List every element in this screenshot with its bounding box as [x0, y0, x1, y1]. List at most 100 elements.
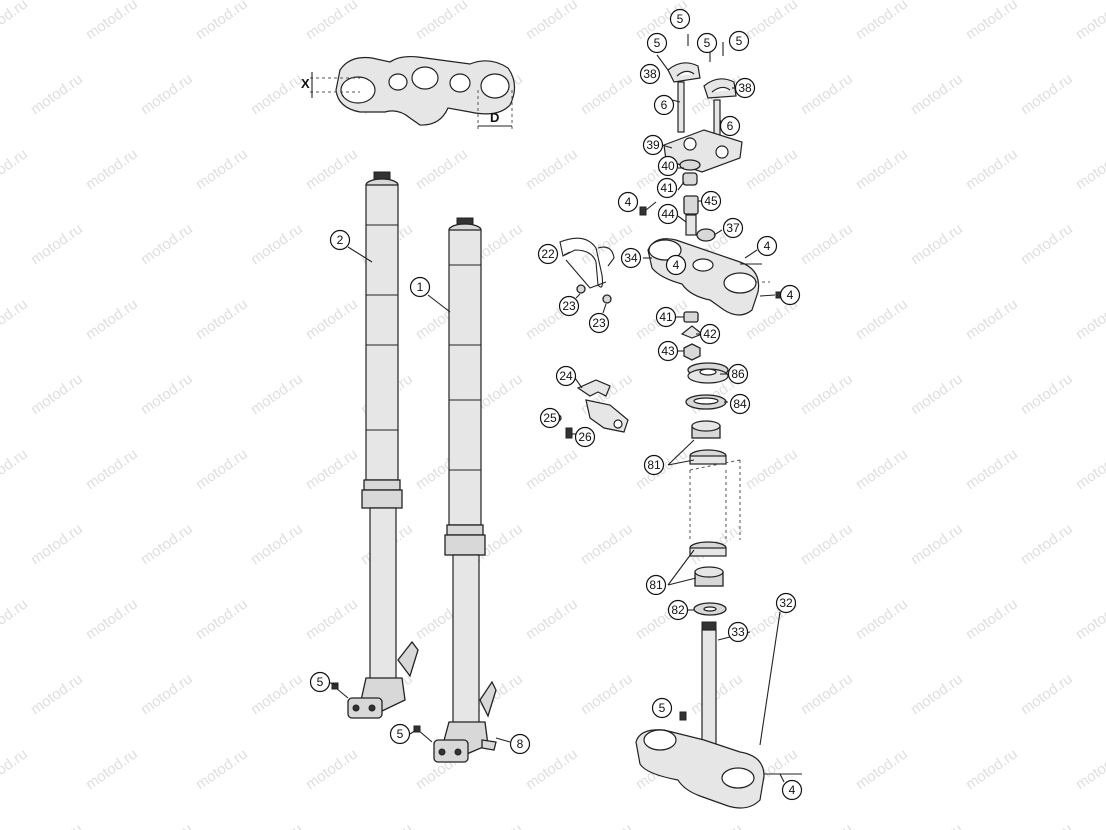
callout-circle [646, 32, 668, 54]
watermark-text: motod.ru [303, 145, 361, 193]
watermark-text: motod.ru [193, 145, 251, 193]
callout-label: 5 [659, 701, 666, 715]
callout-circle [779, 284, 801, 306]
watermark-text: motod.ru [1018, 820, 1076, 830]
callout-label: 37 [726, 221, 740, 235]
watermark-text: motod.ru [963, 145, 1021, 193]
callout-43: 43 [657, 340, 679, 362]
callout-label: 33 [731, 625, 745, 639]
callout-circle [617, 191, 639, 213]
callout-circle [696, 32, 718, 54]
watermark-text: motod.ru [853, 745, 911, 793]
watermark-text: motod.ru [963, 445, 1021, 493]
callout-4: 4 [781, 779, 803, 801]
callout-label: 8 [517, 737, 524, 751]
callout-81: 81 [643, 454, 665, 476]
watermark-text: motod.ru [303, 595, 361, 643]
callout-label: 45 [704, 194, 718, 208]
watermark-text: motod.ru [28, 520, 86, 568]
callout-label: 5 [736, 34, 743, 48]
callout-label: 32 [779, 596, 793, 610]
callout-38: 38 [639, 63, 661, 85]
steering-head-bearings [685, 362, 741, 616]
fork-leg-1 [413, 217, 511, 763]
callout-4: 4 [617, 191, 639, 213]
callout-circle [558, 295, 580, 317]
watermark-text: motod.ru [963, 745, 1021, 793]
callout-44: 44 [657, 203, 679, 225]
watermark-text: motod.ru [1073, 445, 1106, 493]
callout-6: 6 [719, 115, 741, 137]
watermark-text: motod.ru [138, 670, 196, 718]
watermark-text: motod.ru [1018, 220, 1076, 268]
watermark-text: motod.ru [83, 145, 141, 193]
watermark-text: motod.ru [358, 820, 416, 830]
watermark-text: motod.ru [0, 145, 31, 193]
callout-5: 5 [669, 8, 691, 30]
watermark-text: motod.ru [1018, 370, 1076, 418]
callout-label: 5 [397, 727, 404, 741]
callout-label: 5 [677, 12, 684, 26]
callout-42: 42 [699, 323, 721, 345]
watermark-text: motod.ru [138, 820, 196, 830]
callout-5: 5 [309, 671, 331, 693]
watermark-text: motod.ru [28, 370, 86, 418]
callout-39: 39 [642, 134, 664, 156]
callout-circle [727, 621, 749, 643]
callout-circle [699, 323, 721, 345]
watermark-text: motod.ru [0, 745, 31, 793]
watermark-text: motod.ru [743, 0, 801, 43]
watermark-text: motod.ru [1018, 520, 1076, 568]
watermark-text: motod.ru [853, 295, 911, 343]
handlebar-clamp-assembly [663, 34, 743, 186]
callout-label: 6 [661, 98, 668, 112]
callout-circle [781, 779, 803, 801]
callout-label: 84 [733, 397, 747, 411]
watermark-text: motod.ru [28, 820, 86, 830]
callout-circle [669, 8, 691, 30]
callout-label: 81 [649, 578, 663, 592]
steering-nut-stack [680, 311, 704, 361]
callout-circle [728, 30, 750, 52]
watermark-text: motod.ru [523, 0, 581, 43]
watermark-text: motod.ru [963, 295, 1021, 343]
callout-23: 23 [588, 312, 610, 334]
callout-circle [665, 254, 687, 276]
callout-6: 6 [653, 94, 675, 116]
callout-26: 26 [574, 426, 596, 448]
triple-clamp-detail: X D [301, 55, 516, 130]
watermark-text: motod.ru [248, 370, 306, 418]
watermark-text: motod.ru [523, 445, 581, 493]
callout-circle [734, 77, 756, 99]
callout-2: 2 [329, 229, 351, 251]
callout-circle [409, 276, 431, 298]
watermark-text: motod.ru [688, 820, 746, 830]
watermark-text: motod.ru [83, 745, 141, 793]
watermark-text: motod.ru [798, 670, 856, 718]
callout-circle [655, 306, 677, 328]
callout-circle [329, 229, 351, 251]
watermark-text: motod.ru [908, 520, 966, 568]
watermark-text: motod.ru [0, 295, 31, 343]
callout-5: 5 [389, 723, 411, 745]
callout-circle [639, 63, 661, 85]
callout-circle [729, 393, 751, 415]
callout-circle [309, 671, 331, 693]
callout-label: 6 [727, 119, 734, 133]
callout-32: 32 [775, 592, 797, 614]
callout-label: 42 [703, 327, 717, 341]
callout-circle [700, 190, 722, 212]
watermark-text: motod.ru [83, 295, 141, 343]
watermark-text: motod.ru [798, 520, 856, 568]
dimension-x-label: X [301, 76, 310, 91]
watermark-text: motod.ru [908, 70, 966, 118]
callout-41: 41 [656, 177, 678, 199]
watermark-text: motod.ru [853, 145, 911, 193]
callout-37: 37 [722, 217, 744, 239]
watermark-text: motod.ru [963, 595, 1021, 643]
callout-circle [722, 217, 744, 239]
watermark-text: motod.ru [28, 670, 86, 718]
watermark-text: motod.ru [798, 370, 856, 418]
callout-label: 5 [317, 675, 324, 689]
